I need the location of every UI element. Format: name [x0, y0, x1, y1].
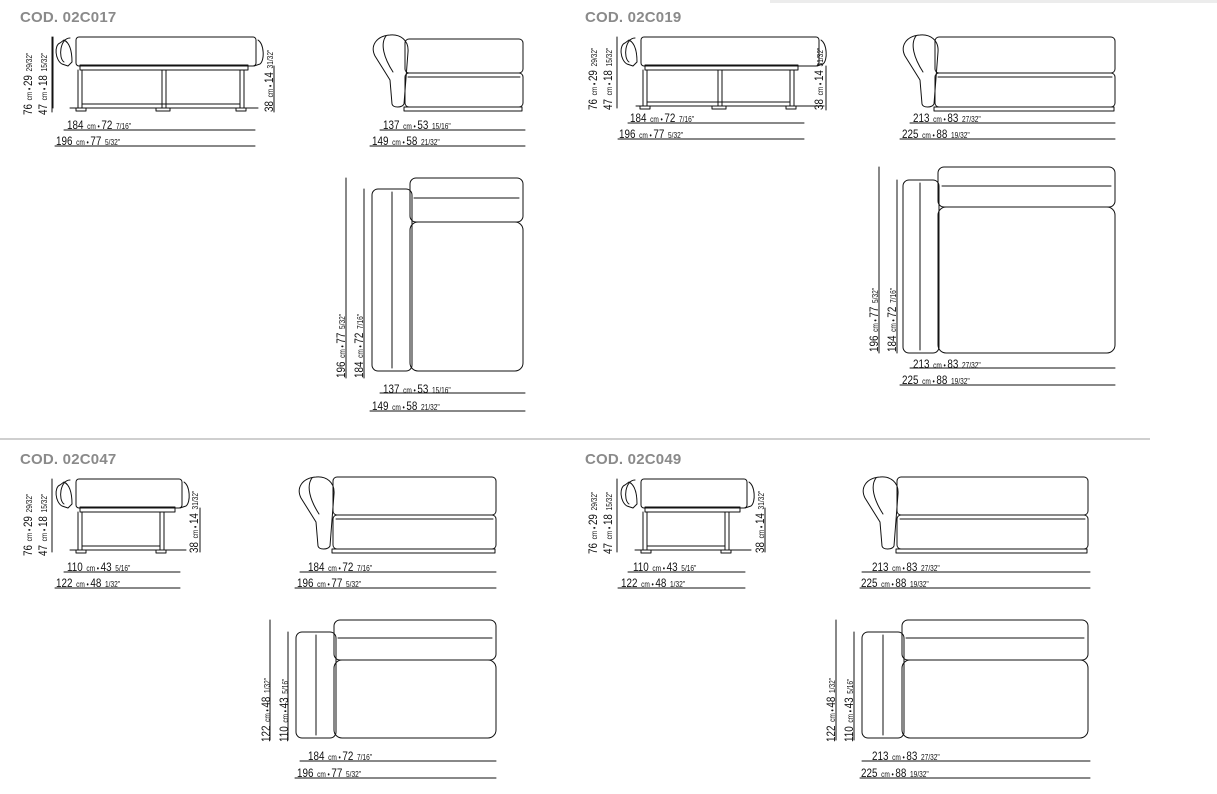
dim-label: 213 cm•83 27/32" — [872, 749, 940, 763]
dim-label: 110 cm•43 5/16" — [67, 560, 131, 574]
drawing-02c017-side-view — [372, 34, 524, 112]
dim-label: 47 cm•18 15/32" — [601, 491, 615, 554]
dim-label: 196 cm•77 5/32" — [619, 127, 684, 141]
dim-label: 47 cm•18 15/32" — [36, 52, 50, 115]
dim-label: 213 cm•83 27/32" — [913, 357, 981, 371]
dim-label: 213 cm•83 27/32" — [872, 560, 940, 574]
dimension-lines — [51, 36, 1116, 779]
dim-label: 38 cm•14 31/32" — [753, 490, 767, 553]
drawing-02c049-plan-view — [861, 619, 1089, 739]
dim-label: 122 cm•48 1/32" — [259, 677, 273, 742]
dim-label: 225 cm•88 19/32" — [861, 766, 929, 780]
dim-label: 196 cm•77 5/32" — [297, 766, 362, 780]
dim-label: 122 cm•48 1/32" — [56, 576, 121, 590]
dim-label: 149 cm•58 21/32" — [372, 399, 440, 413]
dim-label: 196 cm•77 5/32" — [297, 576, 362, 590]
dim-label: 47 cm•18 15/32" — [36, 493, 50, 556]
dim-label: 38 cm•14 31/32" — [812, 47, 826, 110]
code-02c049: COD. 02C049 — [585, 451, 682, 468]
dim-label: 184 cm•72 7/16" — [67, 118, 132, 132]
dim-label: 225 cm•88 19/32" — [902, 373, 970, 387]
dim-label: 38 cm•14 31/32" — [187, 490, 201, 553]
dim-label: 196 cm•77 5/32" — [867, 287, 881, 352]
dim-label: 196 cm•77 5/32" — [334, 313, 348, 378]
dim-label: 149 cm•58 21/32" — [372, 134, 440, 148]
dim-label: 110 cm•43 5/16" — [277, 678, 291, 742]
drawing-02c049-side-view — [862, 476, 1089, 554]
dim-label: 184 cm•72 7/16" — [308, 560, 373, 574]
dim-label: 137 cm•53 15/16" — [383, 382, 451, 396]
dim-label: 184 cm•72 7/16" — [352, 313, 366, 378]
dim-label: 38 cm•14 31/32" — [262, 49, 276, 112]
code-02c019: COD. 02C019 — [585, 9, 682, 26]
drawing-02c047-side-view — [298, 476, 497, 554]
dim-label: 213 cm•83 27/32" — [913, 111, 981, 125]
section-divider — [0, 438, 1150, 440]
dim-label: 122 cm•48 1/32" — [824, 677, 838, 742]
code-02c047: COD. 02C047 — [20, 451, 117, 468]
dim-label: 184 cm•72 7/16" — [308, 749, 373, 763]
dim-label: 137 cm•53 15/16" — [383, 118, 451, 132]
drawing-02c019-side-view — [902, 34, 1116, 112]
dim-label: 225 cm•88 19/32" — [902, 127, 970, 141]
top-edge-bar — [770, 0, 1217, 3]
dim-label: 110 cm•43 5/16" — [633, 560, 697, 574]
drawing-02c047-plan-view — [295, 619, 497, 739]
dim-label: 47 cm•18 15/32" — [601, 47, 615, 110]
drawing-02c047-front-view — [55, 478, 190, 554]
dim-label: 196 cm•77 5/32" — [56, 134, 121, 148]
dim-label: 184 cm•72 7/16" — [885, 287, 899, 352]
drawing-02c049-front-view — [620, 478, 755, 554]
drawing-02c019-front-view — [620, 36, 827, 110]
code-02c017: COD. 02C017 — [20, 9, 117, 26]
drawing-02c019-plan-view — [902, 166, 1116, 354]
dim-label: 225 cm•88 19/32" — [861, 576, 929, 590]
dim-label: 110 cm•43 5/16" — [842, 678, 856, 742]
dim-label: 184 cm•72 7/16" — [630, 111, 695, 125]
drawing-02c017-front-view — [55, 36, 264, 112]
drawing-02c017-plan-view — [371, 177, 524, 372]
dim-label: 122 cm•48 1/32" — [621, 576, 686, 590]
